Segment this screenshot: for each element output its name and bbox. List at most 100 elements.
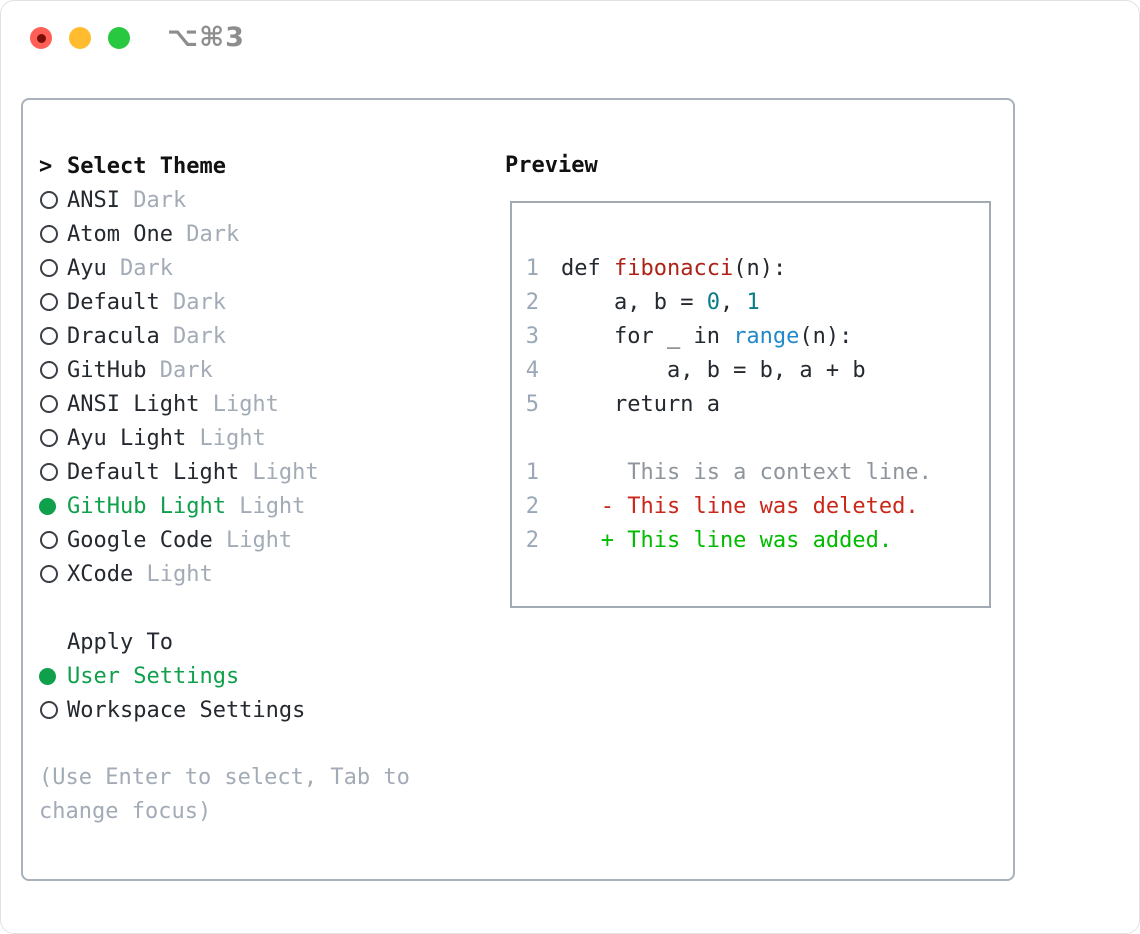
apply-to-option[interactable]: User Settings	[39, 659, 410, 693]
radio-marker	[39, 497, 67, 515]
theme-option[interactable]: ANSI Light Light	[39, 387, 410, 421]
radio-unselected-icon	[40, 259, 58, 277]
radio-marker	[39, 395, 67, 413]
code-line: 2 - This line was deleted.	[525, 490, 989, 524]
help-text-line-2: change focus)	[39, 799, 212, 824]
apply-to-option[interactable]: Workspace Settings	[39, 693, 410, 727]
spacer	[39, 727, 410, 761]
theme-option[interactable]: GitHub Light Light	[39, 489, 410, 523]
code-segment: (n):	[733, 256, 787, 281]
radio-unselected-icon	[40, 463, 58, 481]
radio-marker	[39, 565, 67, 583]
theme-option[interactable]: Atom One Dark	[39, 217, 410, 251]
theme-name: Ayu	[67, 255, 107, 281]
code-line: 4 a, b = b, a + b	[525, 354, 989, 388]
code-line: 1 This is a context line.	[525, 456, 989, 490]
code-segment: def	[561, 256, 614, 281]
radio-selected-icon	[39, 667, 56, 685]
code-line: 3 for _ in range(n):	[525, 320, 989, 354]
close-button-icon[interactable]	[30, 27, 52, 49]
radio-unselected-icon	[40, 701, 58, 719]
radio-unselected-icon	[40, 225, 58, 243]
line-number: 2	[525, 494, 539, 519]
radio-unselected-icon	[40, 429, 58, 447]
apply-to-label: User Settings	[67, 663, 240, 689]
code-segment: for _ in	[561, 324, 734, 349]
theme-option[interactable]: GitHub Dark	[39, 353, 410, 387]
theme-variant: Light	[199, 391, 279, 417]
theme-name: ANSI	[67, 187, 120, 213]
code-segment: range	[733, 324, 800, 349]
theme-name: GitHub Light	[67, 493, 226, 519]
code-line: 5 return a	[525, 388, 989, 422]
radio-unselected-icon	[40, 191, 58, 209]
theme-variant: Dark	[159, 323, 226, 349]
theme-option[interactable]: Ayu Light Light	[39, 421, 410, 455]
traffic-lights	[30, 27, 130, 49]
code-line	[525, 422, 989, 456]
theme-name: Default	[67, 289, 160, 315]
radio-marker	[39, 701, 67, 719]
theme-name: XCode	[67, 561, 134, 587]
theme-variant: Light	[186, 425, 266, 451]
theme-option[interactable]: XCode Light	[39, 557, 410, 591]
select-theme-header: Select Theme	[67, 153, 226, 179]
theme-option[interactable]: Default Light Light	[39, 455, 410, 489]
radio-marker	[39, 293, 67, 311]
apply-to-label: Workspace Settings	[67, 697, 306, 723]
select-theme-header-row: > Select Theme	[39, 149, 410, 183]
theme-variant: Dark	[159, 289, 226, 315]
code-segment: 1	[746, 290, 760, 315]
code-segment: 0	[706, 290, 720, 315]
zoom-button-icon[interactable]	[108, 27, 130, 49]
code-segment: (n):	[799, 324, 853, 349]
radio-unselected-icon	[40, 531, 58, 549]
spacer	[39, 591, 410, 625]
radio-marker	[39, 463, 67, 481]
code-segment: This is a context line.	[561, 460, 932, 485]
theme-variant: Light	[225, 493, 306, 519]
theme-option[interactable]: ANSI Dark	[39, 183, 410, 217]
line-number: 1	[525, 460, 539, 485]
window-title: ⌥⌘3	[167, 22, 245, 53]
minimize-button-icon[interactable]	[69, 27, 91, 49]
line-number: 4	[525, 358, 539, 383]
radio-marker	[39, 361, 67, 379]
code-segment: return a	[561, 392, 720, 417]
theme-variant: Light	[212, 527, 293, 553]
theme-option[interactable]: Dracula Dark	[39, 319, 410, 353]
theme-name: ANSI Light	[67, 391, 200, 417]
theme-name: Atom One	[67, 221, 173, 247]
theme-variant: Dark	[119, 187, 187, 213]
theme-name: Default Light	[67, 459, 240, 485]
radio-unselected-icon	[40, 395, 58, 413]
preview-header: Preview	[505, 153, 598, 178]
theme-name: Google Code	[67, 527, 213, 553]
theme-variant: Dark	[172, 221, 240, 247]
code-line: 2 a, b = 0, 1	[525, 286, 989, 320]
code-line: 2 + This line was added.	[525, 524, 989, 558]
radio-unselected-icon	[40, 293, 58, 311]
code-segment: fibonacci	[613, 256, 734, 281]
line-number: 5	[525, 392, 539, 417]
radio-marker	[39, 327, 67, 345]
theme-option[interactable]: Ayu Dark	[39, 251, 410, 285]
theme-option[interactable]: Google Code Light	[39, 523, 410, 557]
radio-marker	[39, 225, 67, 243]
theme-variant: Light	[133, 561, 213, 587]
code-segment: ,	[719, 290, 747, 315]
theme-variant: Dark	[146, 357, 213, 383]
prompt-caret-icon: >	[39, 153, 53, 179]
apply-to-header-row: Apply To	[39, 625, 410, 659]
line-number: 3	[525, 324, 539, 349]
theme-option[interactable]: Default Dark	[39, 285, 410, 319]
radio-marker	[39, 429, 67, 447]
close-dot-icon	[36, 33, 46, 43]
